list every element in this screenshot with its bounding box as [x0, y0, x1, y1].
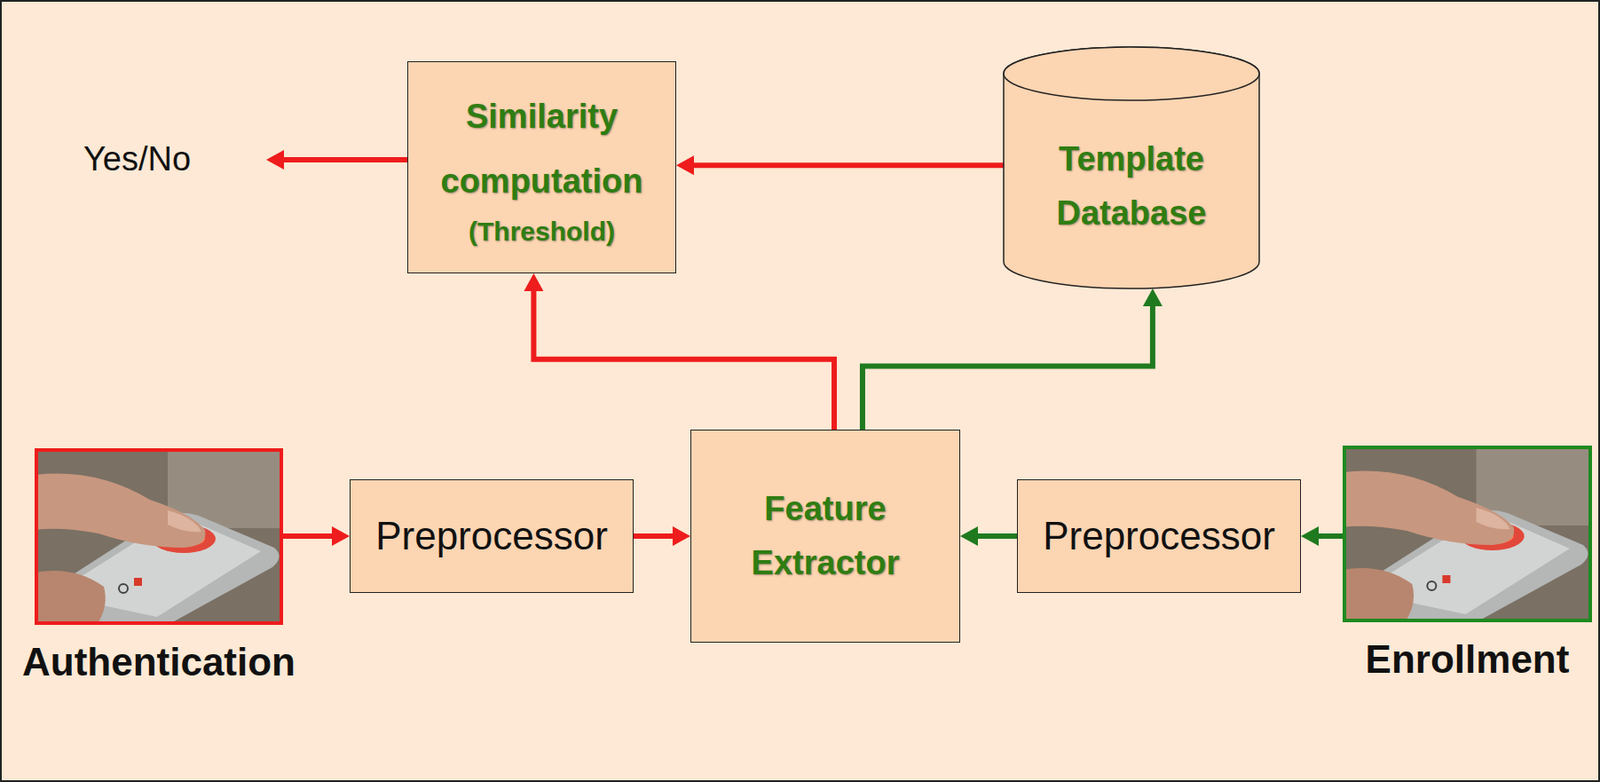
connector-line [633, 533, 675, 539]
arrow-head [672, 526, 691, 546]
cylinder-top [1003, 47, 1260, 101]
connector-arrow [960, 526, 1017, 546]
indicator-led [1442, 575, 1451, 584]
connector-line [976, 533, 1017, 539]
connector-line [283, 533, 334, 539]
photo-background [1342, 445, 1593, 623]
caption: Authentication [22, 640, 296, 684]
node-text: Preprocessor [1042, 512, 1276, 560]
node-text: (Threshold) [468, 212, 615, 251]
connector-arrow [283, 526, 350, 546]
output-arrow-head [266, 149, 284, 170]
arrow-head [523, 273, 544, 292]
logo-ring [118, 583, 128, 593]
scanner-frame: Enrollment [1342, 445, 1593, 623]
connector-arrow [633, 526, 691, 546]
thumb [34, 570, 106, 625]
node-text: Similarity computation [422, 84, 662, 213]
finger [34, 473, 206, 548]
thumb [1342, 567, 1414, 623]
arrow-head [331, 526, 350, 546]
arrow-head [960, 526, 978, 546]
cylinder-body [1003, 47, 1260, 289]
fingernail [1476, 507, 1511, 529]
logo-ring [1426, 581, 1436, 591]
process-box: Feature Extractor [690, 429, 961, 643]
output-label: Yes/No [83, 139, 191, 181]
arrow-head [676, 155, 694, 175]
caption: Enrollment [1365, 638, 1570, 681]
connector-arrow [523, 273, 835, 430]
arrow-head [1142, 288, 1163, 307]
fingernail [167, 510, 202, 532]
scanner-frame: Authentication [34, 448, 284, 625]
connector-line [1316, 533, 1343, 539]
process-box: Preprocessor [1016, 479, 1301, 593]
finger [1342, 471, 1514, 545]
connector-arrow [676, 155, 1004, 175]
output-arrow-line [282, 157, 408, 163]
arrow-head [1300, 526, 1319, 546]
connector-arrow [862, 288, 1163, 430]
node-text: Template Database [1019, 132, 1244, 241]
process-box: Preprocessor [349, 479, 634, 593]
connector-line [533, 289, 835, 430]
connector-line [862, 304, 1153, 430]
photo-background [34, 448, 284, 625]
database-cylinder: Template Database [1003, 47, 1260, 289]
fingerprint-scanner-photo [34, 448, 284, 625]
fingerprint-scanner-photo [1342, 445, 1593, 623]
decision-box: Similarity computation(Threshold) [407, 61, 677, 274]
node-text: Feature Extractor [705, 481, 946, 591]
node-text: Preprocessor [375, 512, 608, 560]
indicator-led [133, 577, 142, 586]
connector-arrow [1300, 526, 1343, 546]
connector-line [692, 162, 1004, 168]
